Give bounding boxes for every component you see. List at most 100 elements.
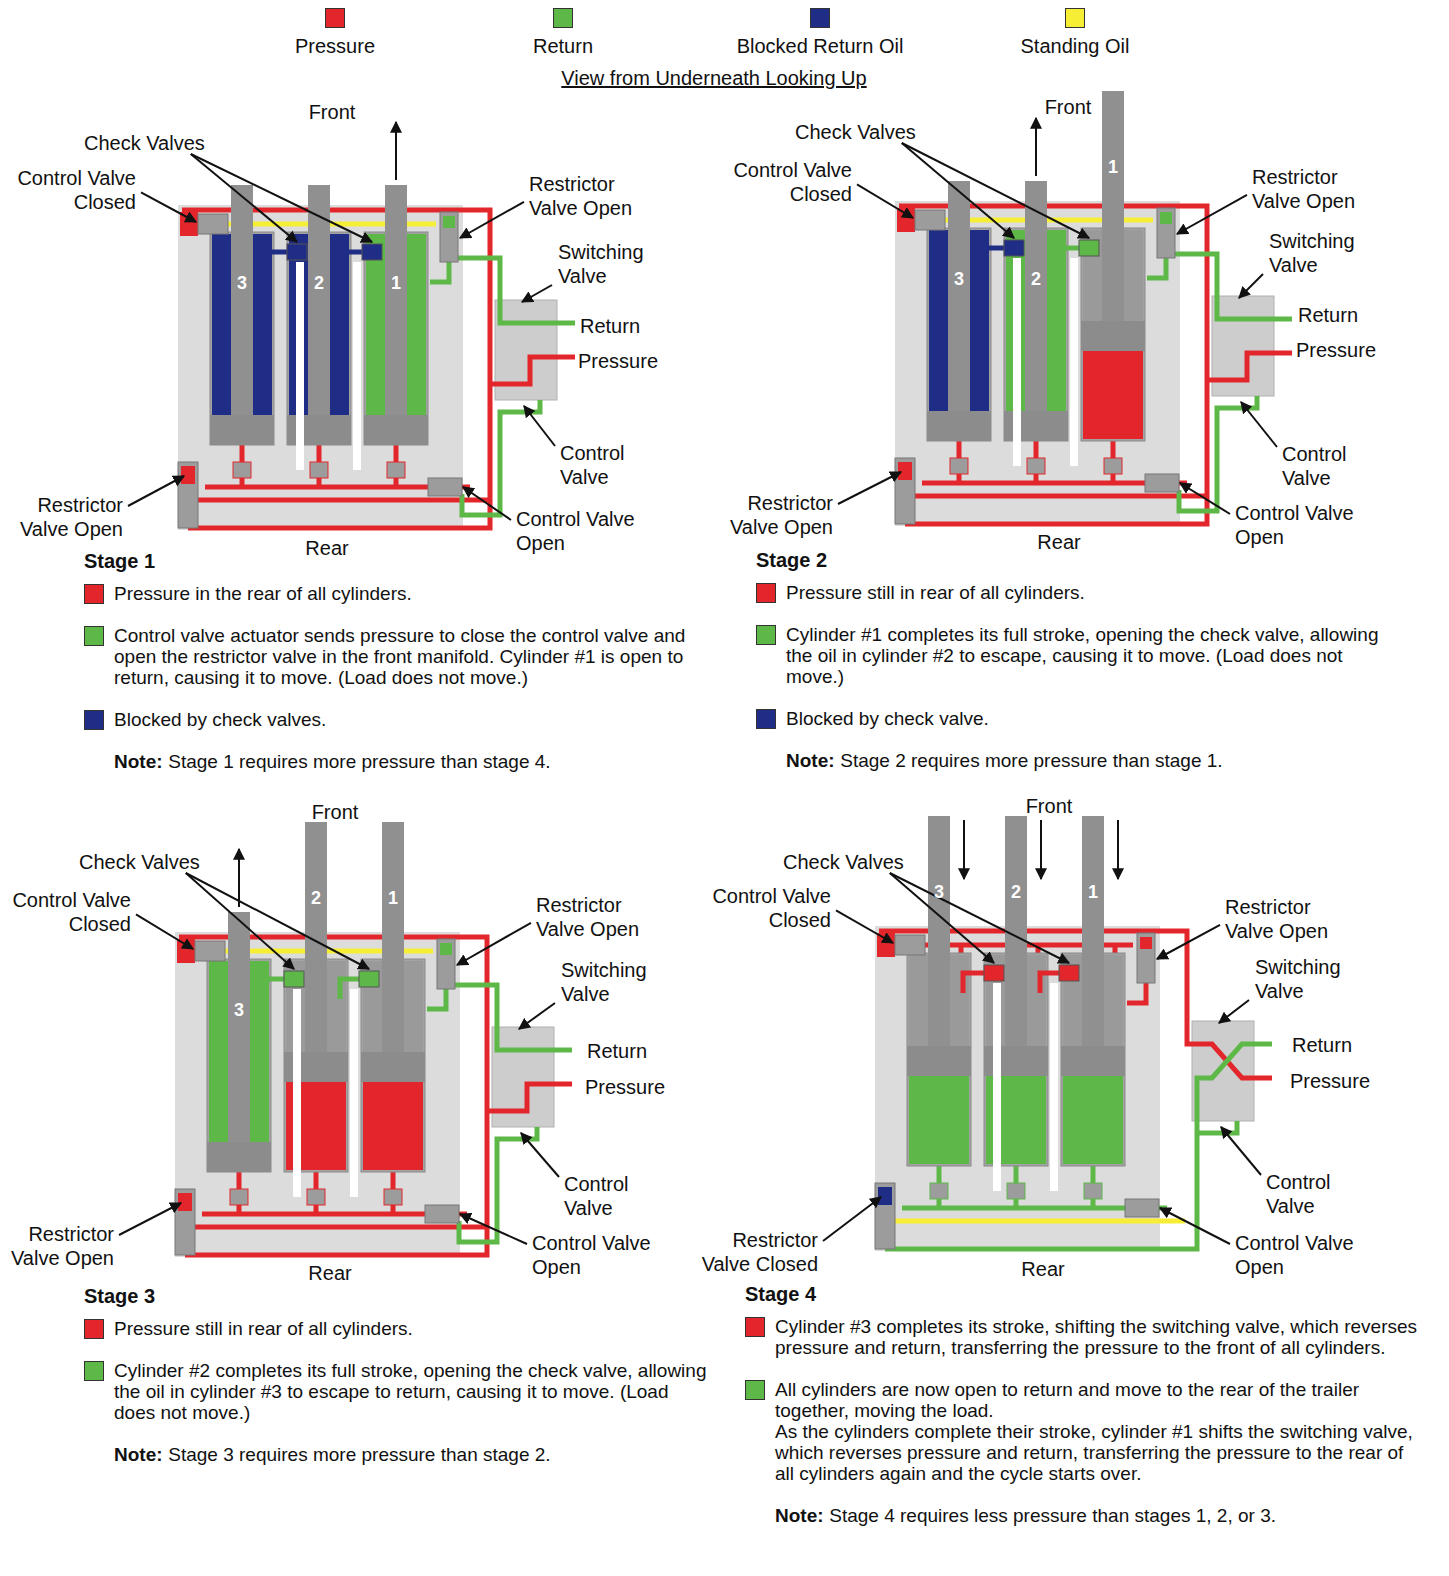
restrictor-valve bbox=[1137, 933, 1155, 983]
control-valve bbox=[428, 478, 462, 496]
leader-line bbox=[823, 1197, 881, 1241]
callout-label: Restrictor Valve Open bbox=[1225, 895, 1340, 943]
control-valve bbox=[1145, 474, 1179, 492]
control-valve bbox=[895, 935, 925, 955]
restrictor-valve bbox=[875, 1183, 895, 1249]
leader-line bbox=[1157, 925, 1220, 959]
hydraulic-line bbox=[266, 252, 290, 272]
callout-label: Control Valve bbox=[1282, 442, 1372, 490]
direction-arrow bbox=[1117, 820, 1119, 879]
control-valve bbox=[915, 210, 945, 230]
stage-text: Stage 3 Pressure still in rear of all cyl… bbox=[84, 1284, 714, 1486]
description-text: All cylinders are now open to return and… bbox=[775, 1379, 1359, 1421]
restrictor-port bbox=[898, 462, 912, 480]
callout-label: Control Valve Closed bbox=[701, 884, 831, 932]
legend-swatch bbox=[325, 8, 345, 28]
leader-line bbox=[838, 472, 901, 504]
hydraulic-line bbox=[887, 1219, 1185, 1224]
legend-text: Blocked Return Oil bbox=[700, 34, 940, 58]
callout-label: Check Valves bbox=[84, 131, 205, 155]
leader-line bbox=[1180, 483, 1230, 514]
bullet-swatch bbox=[745, 1317, 765, 1337]
rear-valve bbox=[1104, 458, 1122, 474]
rear-valve bbox=[930, 1183, 948, 1199]
cylinder-number: 3 bbox=[227, 999, 251, 1021]
check-valve bbox=[1059, 965, 1079, 981]
bullet-swatch bbox=[84, 584, 104, 604]
rear-valve bbox=[950, 458, 968, 474]
legend-text: Standing Oil bbox=[955, 34, 1195, 58]
bullet-space bbox=[756, 750, 786, 771]
text-row: Note:Stage 4 requires less pressure than… bbox=[745, 1505, 1425, 1526]
hydraulic-line bbox=[983, 248, 1007, 268]
callout-label: Front bbox=[1009, 794, 1089, 818]
diagram-title: View from Underneath Looking Up bbox=[464, 66, 964, 90]
cylinder-number: 1 bbox=[1101, 156, 1125, 178]
rear-valve bbox=[1007, 1183, 1025, 1199]
callout-label: Rear bbox=[1003, 1257, 1083, 1281]
check-tube bbox=[1050, 983, 1058, 1191]
check-valve bbox=[1079, 240, 1099, 256]
cylinder-number: 1 bbox=[1081, 881, 1105, 903]
leader-line bbox=[857, 184, 913, 218]
restrictor-port bbox=[878, 1187, 892, 1205]
callout-label: Restrictor Valve Open bbox=[718, 491, 833, 539]
piston-rod bbox=[1005, 816, 1027, 1046]
callout-label: Restrictor Valve Open bbox=[8, 493, 123, 541]
check-tube bbox=[353, 262, 361, 470]
piston-rod bbox=[231, 185, 253, 415]
callout-label: Restrictor Valve Open bbox=[1252, 165, 1367, 213]
description-text: Pressure still in rear of all cylinders. bbox=[114, 1318, 413, 1339]
hydraulic-line bbox=[885, 1044, 1272, 1249]
leader-line bbox=[136, 914, 193, 949]
text-row: Note:Stage 2 requires more pressure than… bbox=[756, 750, 1386, 771]
cylinder-number: 2 bbox=[304, 887, 328, 909]
stage-heading: Stage 1 bbox=[84, 549, 714, 573]
callout-label: Control Valve Open bbox=[516, 507, 646, 555]
direction-arrow bbox=[1040, 820, 1042, 879]
check-valve bbox=[284, 971, 304, 987]
control-valve bbox=[897, 208, 915, 232]
leader-line bbox=[519, 1003, 555, 1029]
callout-label: Return bbox=[1292, 1033, 1352, 1057]
callout-label: Control Valve Open bbox=[532, 1231, 662, 1279]
check-valve bbox=[287, 244, 307, 260]
check-tube bbox=[1013, 258, 1021, 466]
restrictor-port bbox=[1140, 937, 1152, 949]
bullet-swatch bbox=[756, 583, 776, 603]
bullet-swatch bbox=[84, 1361, 104, 1381]
leader-line bbox=[460, 1214, 527, 1244]
check-tube bbox=[296, 262, 304, 470]
leader-line bbox=[1221, 1127, 1261, 1175]
piston bbox=[361, 1052, 425, 1082]
stage-text-block: Note:Stage 4 requires less pressure than… bbox=[775, 1505, 1425, 1526]
callout-label: Pressure bbox=[1290, 1069, 1370, 1093]
callout-label: Control Valve bbox=[1266, 1170, 1356, 1218]
cylinder-number: 2 bbox=[1004, 881, 1028, 903]
direction-arrow bbox=[1035, 118, 1037, 176]
bullet-space bbox=[745, 1421, 775, 1484]
restrictor-port bbox=[178, 1193, 192, 1211]
callout-label: Pressure bbox=[578, 349, 658, 373]
restrictor-valve bbox=[895, 458, 915, 524]
text-row: As the cylinders complete their stroke, … bbox=[745, 1421, 1425, 1484]
leader-line bbox=[890, 873, 1069, 963]
text-row: Pressure still in rear of all cylinders. bbox=[84, 1318, 714, 1339]
stage-text-block: Pressure still in rear of all cylinders. bbox=[786, 582, 1386, 603]
callout-label: Return bbox=[1298, 303, 1358, 327]
callout-label: Control Valve Closed bbox=[722, 158, 852, 206]
hydraulic-line bbox=[1207, 353, 1292, 380]
restrictor-valve bbox=[437, 939, 455, 989]
text-row: Pressure still in rear of all cylinders. bbox=[756, 582, 1386, 603]
restrictor-valve bbox=[1157, 208, 1175, 258]
description-text: Blocked by check valves. bbox=[114, 709, 326, 730]
stage-text-block: All cylinders are now open to return and… bbox=[775, 1379, 1425, 1421]
control-valve bbox=[195, 941, 225, 961]
piston bbox=[364, 415, 428, 445]
callout-label: Switching Valve bbox=[558, 240, 658, 288]
stage-title: Stage 3 bbox=[84, 1285, 155, 1307]
stage-text-block: Cylinder #3 completes its stroke, shifti… bbox=[775, 1316, 1425, 1358]
stage-text-block: Note:Stage 1 requires more pressure than… bbox=[114, 751, 714, 772]
leader-line bbox=[457, 923, 531, 965]
description-text: Control valve actuator sends pressure to… bbox=[114, 625, 685, 688]
